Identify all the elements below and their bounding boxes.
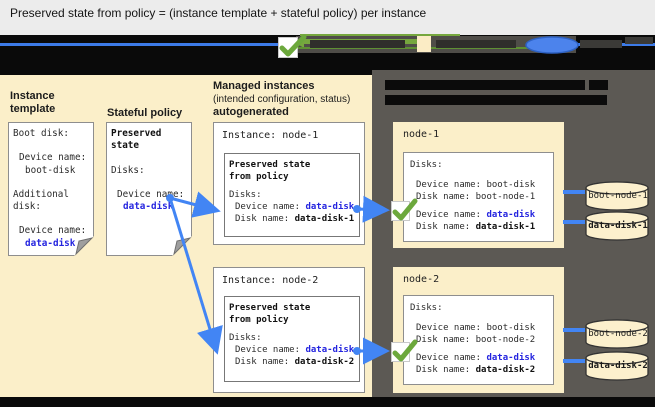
device-name-label: Device name:	[235, 345, 301, 355]
data-disk-value: data-disk	[305, 202, 355, 212]
legend-disk-icon	[525, 36, 579, 54]
disks-label: Disks:	[229, 190, 262, 200]
managed-instance-node-1: Instance: node-1 Preserved state from po…	[213, 122, 365, 245]
dog-ear-icon	[74, 236, 94, 256]
node-2-applied-checkbox	[391, 339, 418, 362]
legend-green-line-top	[300, 34, 460, 36]
vm-panel-title-redacted-bar	[385, 95, 607, 105]
instance-label: Instance: node-2	[222, 275, 319, 286]
preserved-state-box: Preserved state from policy Disks: Devic…	[224, 296, 360, 382]
device-name-label: Device name:	[117, 188, 185, 200]
preserved-title: Preserved state	[229, 160, 311, 170]
disk-name-value: data-disk-1	[294, 214, 355, 224]
disk-label: boot-node-1	[588, 191, 648, 201]
legend-redacted-text-bar	[436, 40, 516, 48]
node-disks-box: Disks: Device name: boot-disk Disk name:…	[403, 152, 554, 242]
disks-label: Disks:	[410, 160, 443, 170]
page-title: Preserved state from policy = (instance …	[10, 6, 427, 20]
disk-name-label: Disk name:	[416, 365, 471, 375]
data-disk-value: data-disk	[486, 210, 536, 220]
checkmark-icon	[279, 34, 307, 57]
vm-panel-title-redacted-bar	[385, 80, 585, 90]
boot-disk-value: boot-disk	[25, 164, 76, 176]
device-name-label: Device name:	[19, 225, 87, 237]
device-name-label: Device name:	[19, 152, 87, 164]
data-disk-value: data-disk	[305, 345, 355, 355]
boot-disk-label: Boot disk:	[13, 128, 69, 139]
disks-label: Disks:	[111, 164, 145, 176]
cylinder-icon	[585, 319, 649, 349]
disk-cylinder-data-disk-1: data-disk-1	[584, 210, 652, 242]
disk-name-label: Disk name:	[416, 222, 471, 232]
disk-cylinder-boot-node-1: boot-node-1	[584, 180, 652, 212]
cylinder-icon	[585, 211, 649, 241]
disk-label: data-disk-2	[588, 361, 648, 371]
stateful-policy-box: Preserved state Disks: Device name: data…	[106, 122, 192, 256]
disks-label: Disks:	[410, 303, 443, 313]
node-label: node-2	[403, 274, 440, 285]
disk-name-label: Disk name:	[416, 335, 471, 345]
device-name-label: Device name:	[416, 323, 482, 333]
device-name-label: Device name:	[416, 210, 482, 220]
node-disks-box: Disks: Device name: boot-disk Disk name:…	[403, 295, 554, 385]
checkmark-icon	[392, 198, 418, 221]
vm-node-2-card: node-2 Disks: Device name: boot-disk Dis…	[393, 267, 564, 393]
disk-name-value: data-disk-2	[294, 357, 355, 367]
boot-node-value: boot-node-1	[475, 192, 536, 202]
connector-data-disk-1	[563, 220, 585, 224]
data-disk-name-value: data-disk-1	[475, 222, 536, 232]
device-name-label: Device name:	[416, 180, 482, 190]
disk-cylinder-boot-node-2: boot-node-2	[584, 318, 652, 350]
managed-instances-header-line3: autogenerated	[213, 106, 289, 118]
preserved-title: from policy	[229, 315, 289, 325]
vm-node-1-card: node-1 Disks: Device name: boot-disk Dis…	[393, 122, 564, 248]
disk-label: data-disk-1	[588, 221, 648, 231]
additional-disk-label: Additional disk:	[13, 188, 69, 213]
legend-redacted-text-bar	[625, 37, 653, 44]
data-disk-name-value: data-disk-2	[475, 365, 536, 375]
cylinder-icon	[585, 181, 649, 211]
preserved-title: from policy	[229, 172, 289, 182]
legend-redacted-text-bar	[310, 40, 405, 48]
disk-name-label: Disk name:	[235, 357, 290, 367]
connector-boot-node-2	[563, 328, 585, 332]
preserved-title: Preserved state	[229, 303, 311, 313]
managed-instances-header: Managed instances (intended configuratio…	[213, 80, 373, 119]
preserved-state-title: Preserved state	[111, 128, 162, 152]
data-disk-value: data-disk	[486, 353, 536, 363]
connector-data-disk-2	[563, 359, 585, 363]
disk-cylinder-data-disk-2: data-disk-2	[584, 350, 652, 382]
boot-disk-value: boot-disk	[486, 323, 536, 333]
connector-boot-node-1	[563, 190, 585, 194]
preserved-state-box: Preserved state from policy Disks: Devic…	[224, 153, 360, 237]
disk-name-label: Disk name:	[235, 214, 290, 224]
legend-checkbox	[278, 34, 307, 58]
data-disk-value: data-disk	[25, 237, 76, 249]
cylinder-icon	[585, 351, 649, 381]
managed-instance-node-2: Instance: node-2 Preserved state from po…	[213, 267, 365, 393]
instance-template-header: Instance template	[10, 90, 56, 115]
legend-redacted-text-bar	[580, 40, 622, 48]
disks-label: Disks:	[229, 333, 262, 343]
disk-name-label: Disk name:	[416, 192, 471, 202]
checkmark-icon	[392, 339, 418, 362]
managed-instances-header-line1: Managed instances	[213, 80, 315, 92]
node-1-applied-checkbox	[391, 198, 418, 221]
boot-disk-value: boot-disk	[486, 180, 536, 190]
dog-ear-icon	[172, 236, 192, 256]
data-disk-value: data-disk	[123, 201, 174, 213]
disk-label: boot-node-2	[588, 329, 648, 339]
stateful-policy-header: Stateful policy	[107, 107, 183, 119]
legend-vm-swatch	[417, 36, 431, 52]
managed-instances-header-line2: (intended configuration, status)	[213, 94, 351, 105]
boot-node-value: boot-node-2	[475, 335, 536, 345]
footer-band	[0, 397, 655, 407]
vm-panel-title-redacted-bar	[589, 80, 608, 90]
instance-template-box: Boot disk: Device name: boot-disk Additi…	[8, 122, 94, 256]
instance-label: Instance: node-1	[222, 130, 319, 141]
node-label: node-1	[403, 129, 440, 140]
device-name-label: Device name:	[416, 353, 482, 363]
device-name-label: Device name:	[235, 202, 301, 212]
